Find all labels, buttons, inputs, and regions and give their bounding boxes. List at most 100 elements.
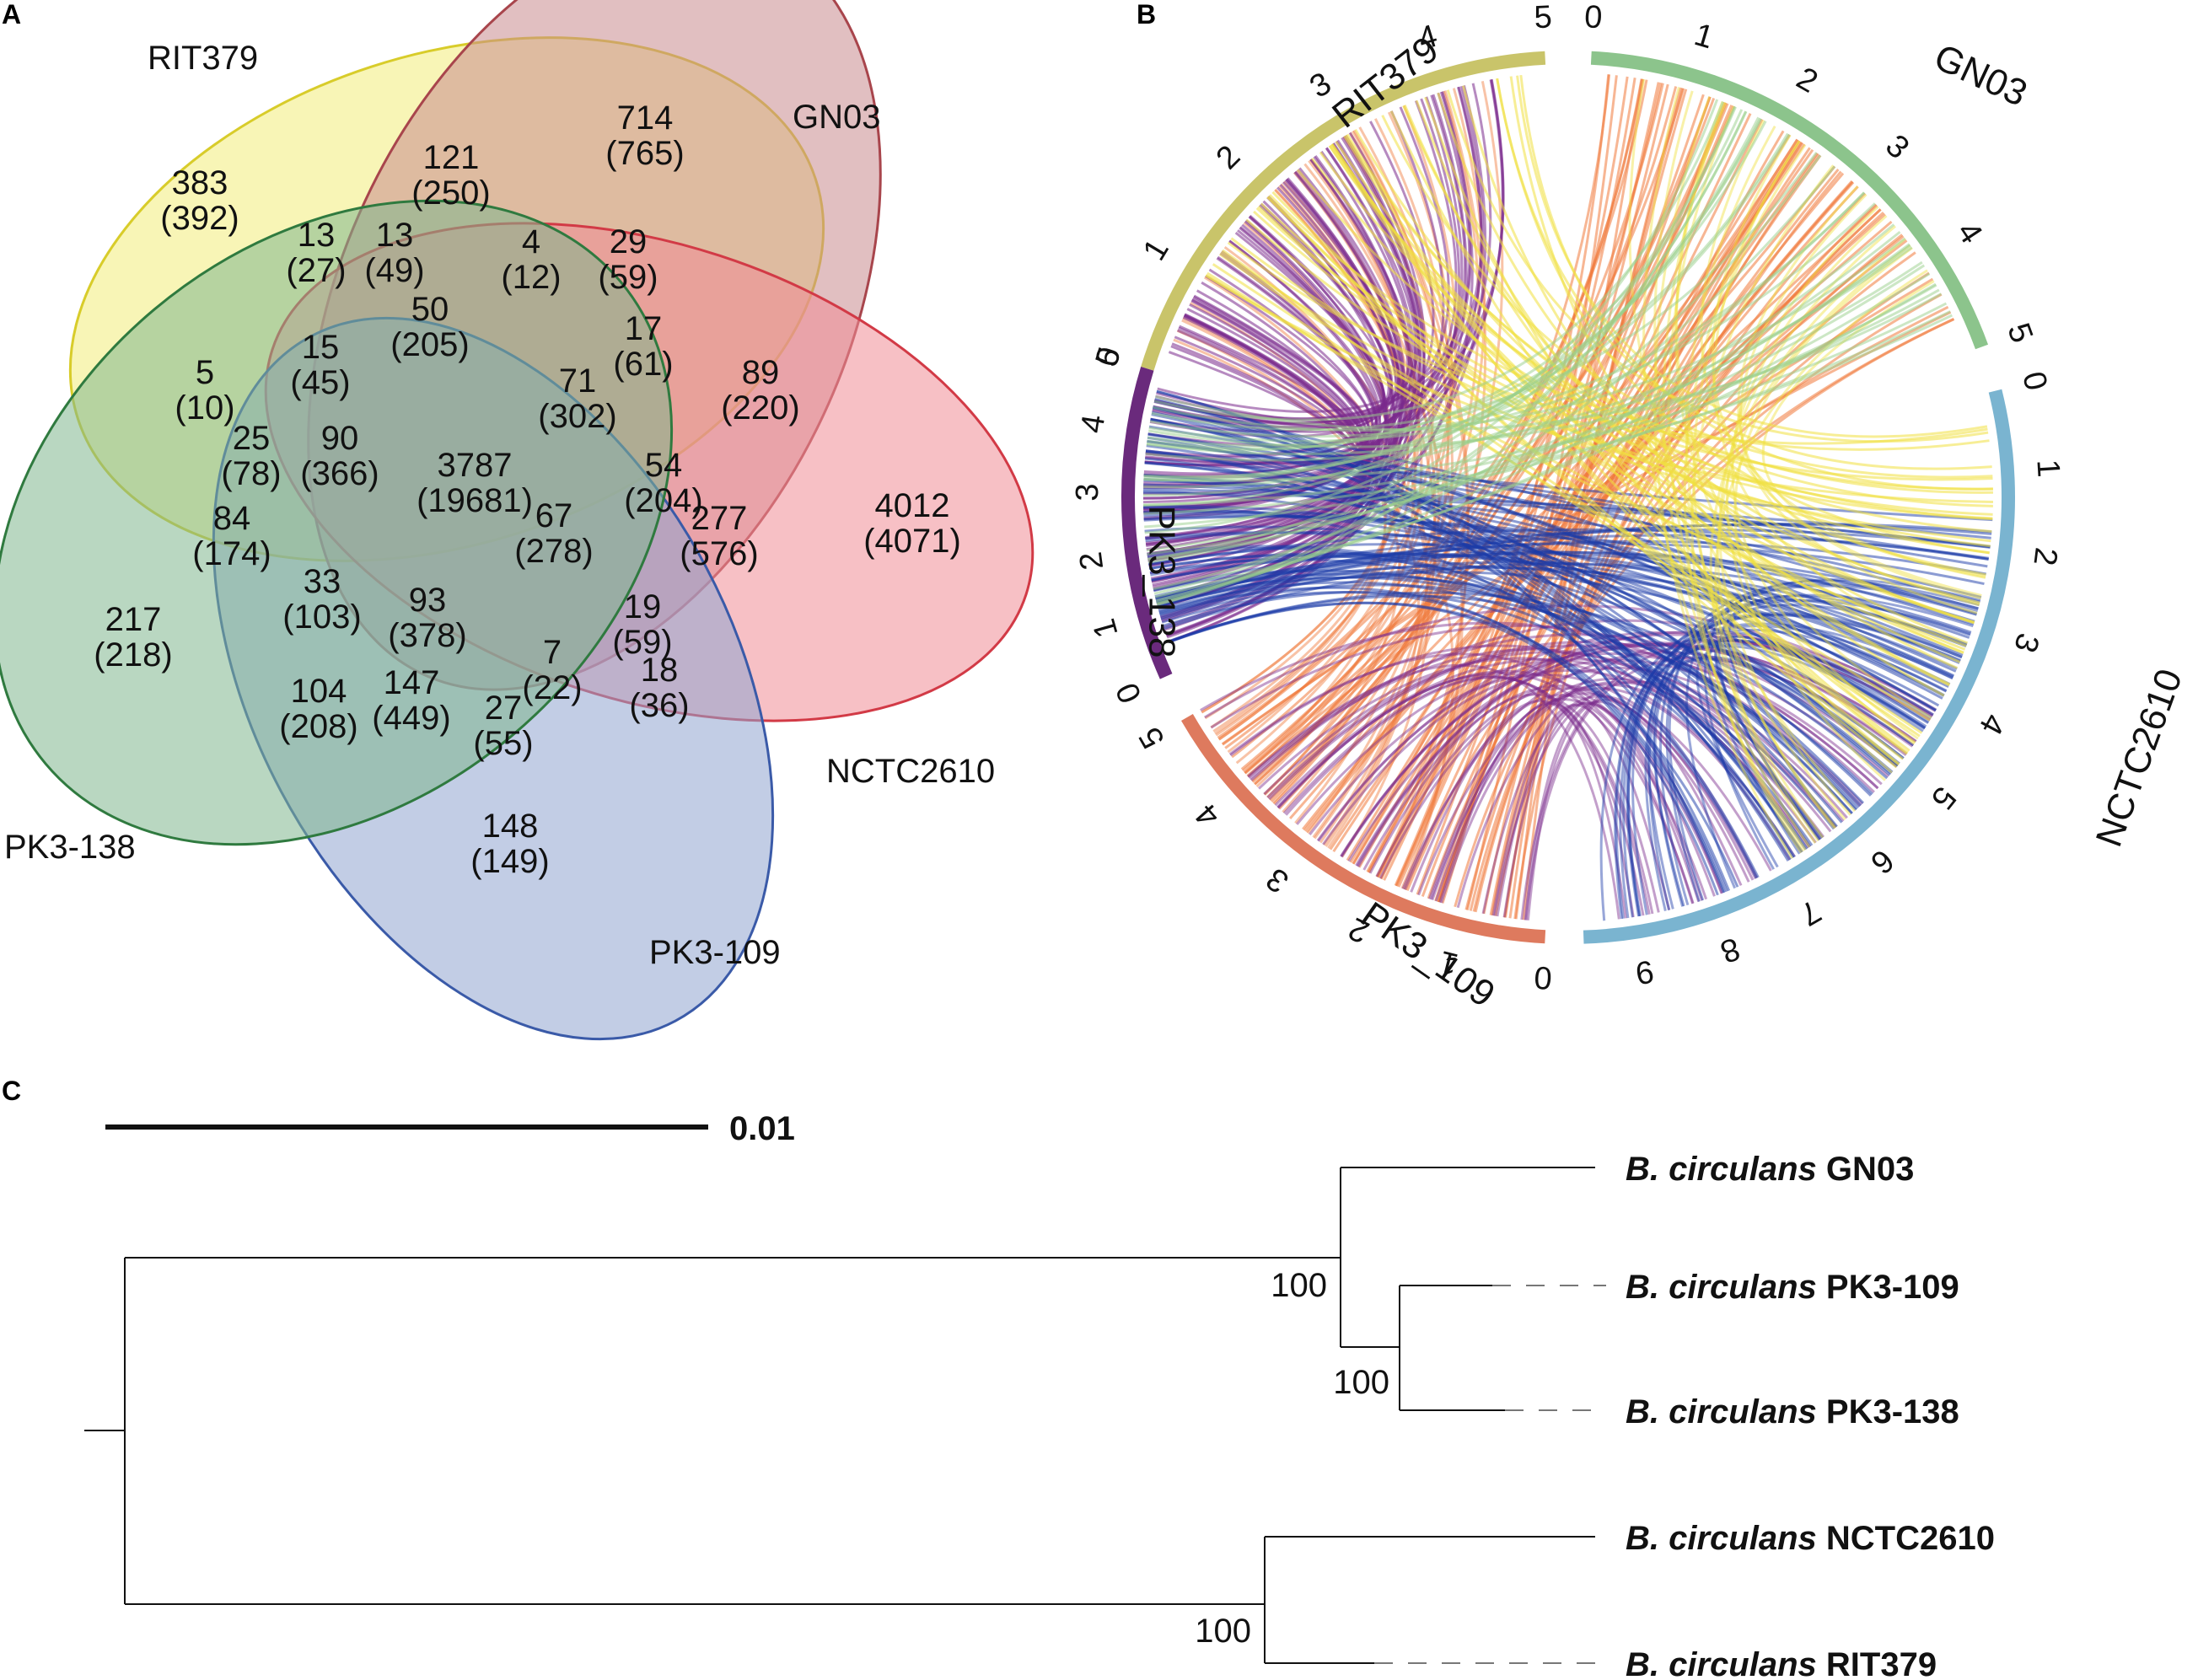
genome-segment-nctc2610	[1583, 389, 2015, 944]
synteny-link	[1143, 283, 1937, 507]
venn-region-count: 714	[617, 99, 674, 137]
genome-tick-label: 3	[2007, 629, 2045, 657]
synteny-link	[1296, 169, 1993, 520]
synteny-link	[1683, 140, 1805, 852]
synteny-link	[1718, 225, 1896, 816]
venn-region-count: 18	[641, 652, 679, 689]
venn-region-count: 93	[409, 582, 447, 619]
synteny-link	[1340, 643, 1914, 857]
venn-region-counts: 383(392)714(765)4012(4071)148(149)217(21…	[94, 99, 961, 880]
venn-region-total: (103)	[282, 598, 361, 636]
synteny-link	[1642, 87, 1807, 851]
venn-region-total: (78)	[221, 455, 281, 492]
venn-region-count: 17	[625, 310, 663, 347]
venn-region-total: (366)	[300, 455, 379, 492]
venn-label-nctc2610: NCTC2610	[826, 753, 995, 790]
panel-label-c: C	[2, 1076, 21, 1106]
venn-region-count: 71	[559, 362, 597, 400]
synteny-link	[1143, 178, 1400, 513]
venn-region-count: 13	[298, 217, 336, 254]
synteny-link	[1626, 639, 1934, 916]
synteny-link	[1285, 676, 1654, 915]
synteny-link	[1690, 164, 1835, 854]
venn-region-count: 121	[423, 139, 480, 176]
venn-region-count: 84	[213, 500, 251, 537]
synteny-link	[1153, 237, 1906, 432]
venn-diagram: RIT379 GN03 NCTC2610 PK3-109 PK3-138 383…	[0, 0, 1035, 1041]
synteny-link	[1653, 90, 1857, 813]
synteny-link	[1220, 250, 1991, 543]
synteny-link	[1156, 214, 1390, 423]
synteny-link	[1309, 673, 1772, 872]
synteny-link	[1263, 651, 1845, 823]
synteny-link	[1160, 583, 1857, 811]
synteny-link	[1143, 191, 1866, 489]
venn-region-total: (220)	[721, 389, 799, 427]
genome-tick-label: 5	[1089, 343, 1128, 370]
synteny-link	[1268, 644, 1879, 801]
venn-region-count: 147	[384, 664, 440, 701]
synteny-link	[1599, 612, 1963, 921]
synteny-link	[1644, 625, 1951, 911]
genome-tick-label: 1	[1137, 233, 1176, 267]
synteny-link	[1147, 121, 1767, 448]
synteny-link	[1647, 578, 1981, 910]
venn-label-gn03: GN03	[793, 99, 881, 136]
synteny-link	[1282, 675, 1651, 915]
synteny-link	[1675, 100, 1932, 719]
synteny-link	[1247, 663, 1620, 920]
venn-region-count: 217	[105, 601, 162, 638]
synteny-link	[1627, 613, 1962, 917]
synteny-link	[1200, 621, 1863, 805]
synteny-link	[1148, 202, 1876, 443]
synteny-link	[1158, 561, 1967, 647]
venn-region-total: (208)	[279, 708, 357, 745]
synteny-link	[1228, 652, 1708, 900]
venn-label-pk3-138: PK3-138	[4, 829, 136, 866]
synteny-link	[1653, 639, 1932, 907]
synteny-link	[1147, 264, 1926, 556]
synteny-link	[1428, 698, 1695, 904]
circos-label-gn03: GN03	[1928, 36, 2034, 115]
genome-tick-label: 4	[1972, 708, 2012, 740]
genome-segment-rit379	[1141, 51, 1546, 371]
leaf-pk3-138: B. circulans PK3-138	[1626, 1393, 1959, 1430]
venn-region-count: 7	[543, 634, 562, 671]
venn-region-total: (378)	[388, 617, 466, 654]
genome-tick-label: 4	[1074, 412, 1112, 435]
genome-tick-label: 9	[1633, 953, 1657, 990]
venn-region-count: 27	[485, 690, 523, 727]
synteny-link	[1146, 260, 1923, 456]
synteny-link	[1725, 214, 1888, 781]
venn-region-count: 90	[321, 420, 359, 457]
synteny-link	[1212, 263, 1921, 738]
synteny-link	[1143, 505, 1926, 730]
genome-tick-label: 3	[1878, 128, 1916, 166]
synteny-link	[1520, 639, 1934, 921]
venn-region-count: 148	[482, 808, 539, 845]
bootstrap-pk3-clade: 100	[1333, 1364, 1389, 1401]
synteny-link	[1410, 700, 1627, 919]
synteny-link	[1737, 185, 1981, 599]
panel-label-a: A	[2, 0, 21, 30]
tree-labels: 0.01 B. circulans GN03 B. circulans PK3-…	[729, 1110, 1995, 1680]
venn-region-total: (59)	[598, 259, 658, 296]
genome-tick-label: 5	[1534, 0, 1553, 35]
synteny-link	[1465, 75, 1618, 910]
venn-region-total: (449)	[372, 700, 450, 737]
synteny-link	[1667, 105, 1825, 839]
synteny-link	[1700, 119, 1986, 579]
synteny-link	[1438, 702, 1635, 918]
venn-region-total: (250)	[411, 174, 490, 212]
synteny-link	[1502, 701, 1704, 918]
synteny-link	[1685, 125, 1846, 821]
synteny-link	[1628, 78, 1900, 765]
synteny-link	[1153, 110, 1748, 595]
venn-region-total: (55)	[473, 725, 533, 762]
synteny-link	[1622, 614, 1961, 918]
venn-region-total: (204)	[624, 482, 702, 519]
venn-region-total: (278)	[514, 533, 593, 570]
synteny-link	[1147, 243, 1910, 561]
